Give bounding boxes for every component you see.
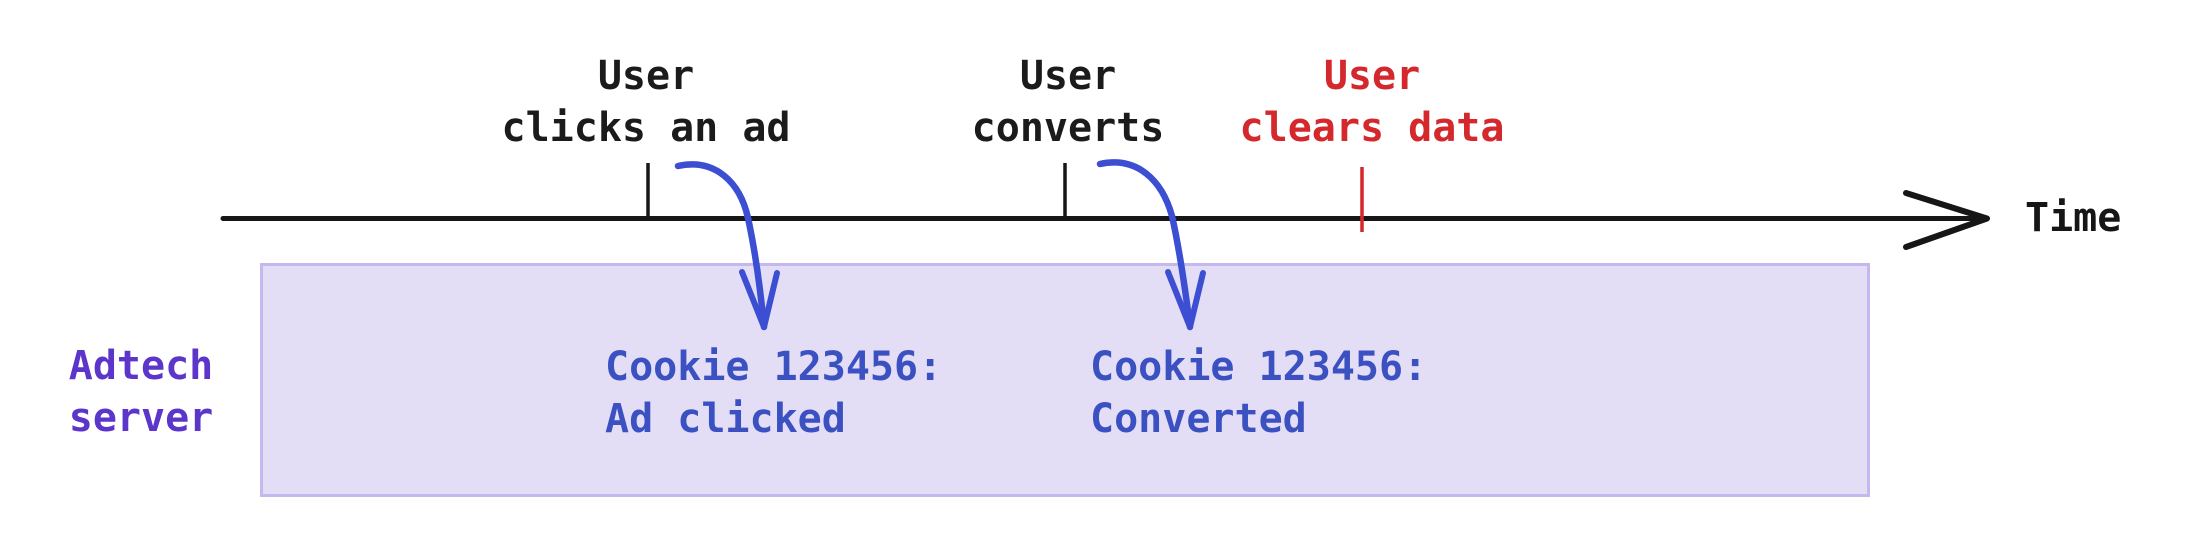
event-user-clicks-ad-line2: clicks an ad — [501, 105, 791, 151]
arrow-click-to-cookie-arrowhead-icon — [739, 269, 780, 330]
adtech-server-label-line1: Adtech — [68, 343, 214, 389]
timeline-arrowhead-icon — [1903, 190, 1990, 250]
event-user-clears-data-line2: clears data — [1239, 105, 1505, 151]
event-user-clicks-ad: User clicks an ad — [502, 50, 791, 154]
arrow-convert-to-cookie — [1096, 159, 1194, 331]
arrow-click-to-cookie — [674, 161, 768, 331]
record-cookie-ad-clicked: Cookie 123456: Ad clicked — [605, 341, 942, 445]
record-cookie-converted: Cookie 123456: Converted — [1090, 341, 1427, 445]
record-cookie-converted-line2: Converted — [1090, 396, 1307, 442]
adtech-server-box — [260, 263, 1870, 497]
record-cookie-ad-clicked-line2: Ad clicked — [605, 396, 846, 442]
event-user-converts-line1: User — [1019, 53, 1117, 99]
time-axis-label: Time — [2025, 195, 2122, 241]
event-user-converts-line2: converts — [971, 105, 1165, 151]
event-user-clears-data-line1: User — [1323, 53, 1421, 99]
event-user-clicks-ad-line1: User — [597, 53, 695, 99]
record-cookie-converted-line1: Cookie 123456: — [1090, 344, 1428, 390]
event-user-converts: User converts — [972, 50, 1165, 154]
arrow-convert-to-cookie-arrowhead-icon — [1165, 269, 1206, 330]
record-cookie-ad-clicked-line1: Cookie 123456: — [605, 344, 943, 390]
adtech-server-label: Adtech server — [69, 340, 214, 444]
event-user-clears-data: User clears data — [1240, 50, 1505, 154]
adtech-server-label-line2: server — [68, 395, 214, 441]
